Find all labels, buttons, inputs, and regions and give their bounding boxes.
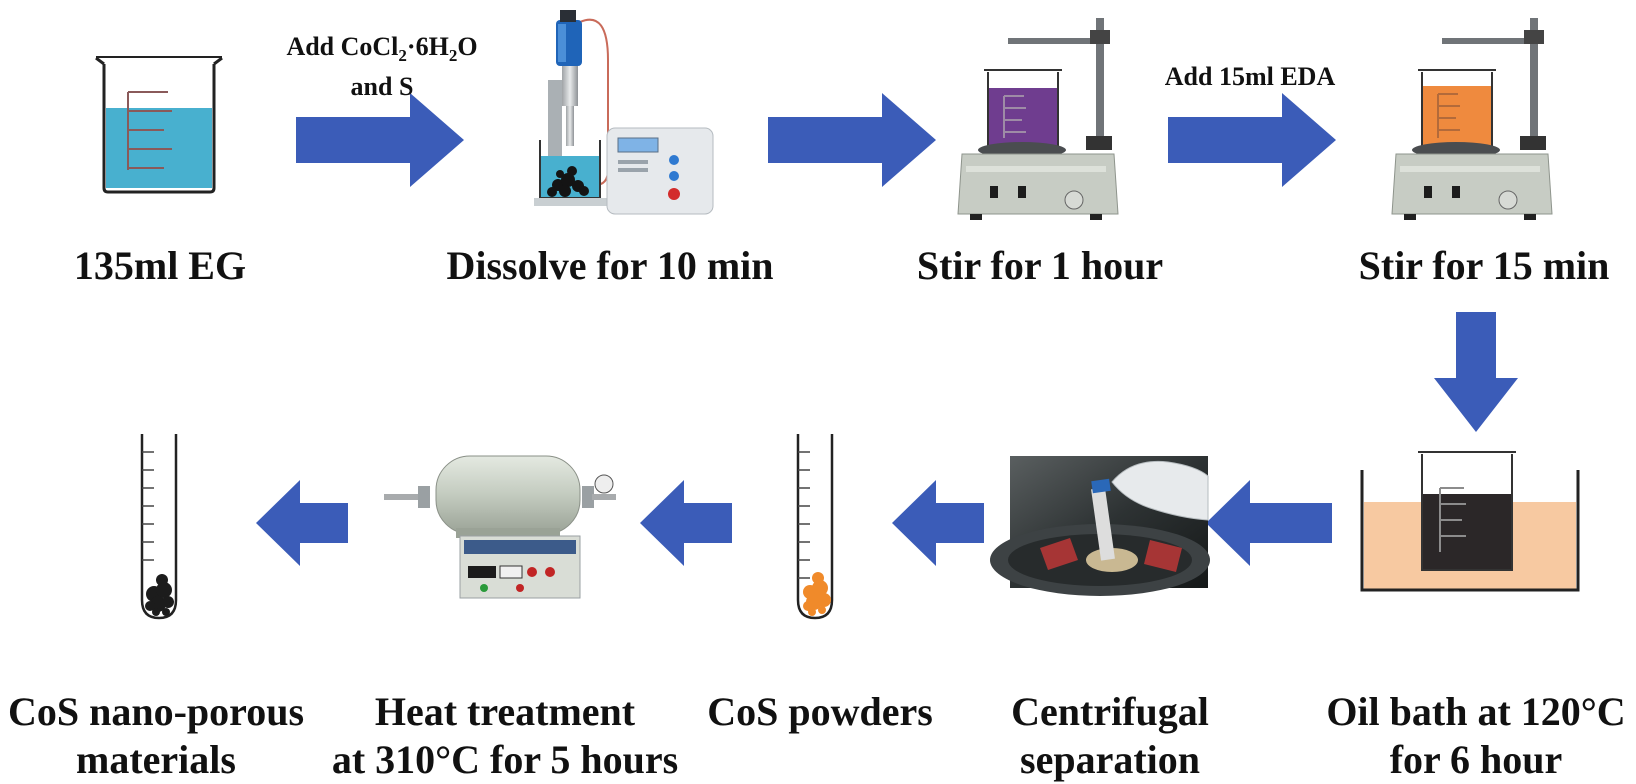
- step-label-line: for 6 hour: [1389, 737, 1563, 782]
- step-label-line: separation: [1020, 737, 1200, 782]
- step-label-dissolve: Dissolve for 10 min: [446, 243, 774, 288]
- arrow-right-3: [1168, 93, 1336, 187]
- step-label-line: at 310°C for 5 hours: [331, 737, 679, 782]
- arrow-left-2: [892, 480, 984, 566]
- arrow-label-and-s: and S: [350, 72, 414, 101]
- oil-bath-icon: [1360, 451, 1580, 592]
- step-label-heat-treatment: Heat treatment at 310°C for 5 hours: [320, 692, 690, 780]
- chem-text: ·6H: [406, 32, 449, 61]
- subscript: 2: [398, 46, 407, 66]
- step-label-eg: 135ml EG: [73, 243, 247, 288]
- step-label-cos-powders: CoS powders: [707, 689, 933, 734]
- ultrasonic-homogenizer-icon: [534, 10, 714, 215]
- centrifuge-photo: [990, 456, 1210, 596]
- test-tube-icon: [796, 434, 834, 620]
- step-label-stir-15: Stir for 15 min: [1358, 243, 1610, 288]
- test-tube-icon: [140, 434, 178, 620]
- arrow-label-add-cocl2: Add CoCl2·6H2O: [262, 32, 502, 66]
- arrow-left-4: [256, 480, 348, 566]
- arrow-right-1: [296, 93, 464, 187]
- step-label-cos-nanoporous: CoS nano-porous materials: [0, 692, 312, 780]
- step-label-stir-1h: Stir for 1 hour: [916, 243, 1164, 288]
- arrow-label-add-eda: Add 15ml EDA: [1164, 62, 1336, 91]
- step-label-line: CoS nano-porous: [7, 689, 305, 734]
- step-label-line: Centrifugal: [1011, 689, 1209, 734]
- step-label-line: materials: [76, 737, 236, 782]
- subscript: 2: [448, 46, 458, 66]
- chem-text: Add CoCl: [286, 32, 399, 61]
- step-label-centrifugal: Centrifugal separation: [970, 692, 1250, 780]
- step-label-line: Oil bath at 120°C: [1326, 689, 1626, 734]
- magnetic-stirrer-icon: [957, 18, 1119, 220]
- arrow-right-2: [768, 93, 936, 187]
- arrow-left-3: [640, 480, 732, 566]
- tube-furnace-icon: [384, 455, 616, 599]
- arrow-down: [1434, 312, 1518, 432]
- step-label-line: Heat treatment: [374, 689, 636, 734]
- beaker-icon: [95, 56, 223, 194]
- arrow-left-1: [1206, 480, 1332, 566]
- chem-text: O: [457, 32, 478, 61]
- step-label-oil-bath: Oil bath at 120°C for 6 hour: [1318, 692, 1634, 780]
- magnetic-stirrer-icon: [1391, 18, 1553, 220]
